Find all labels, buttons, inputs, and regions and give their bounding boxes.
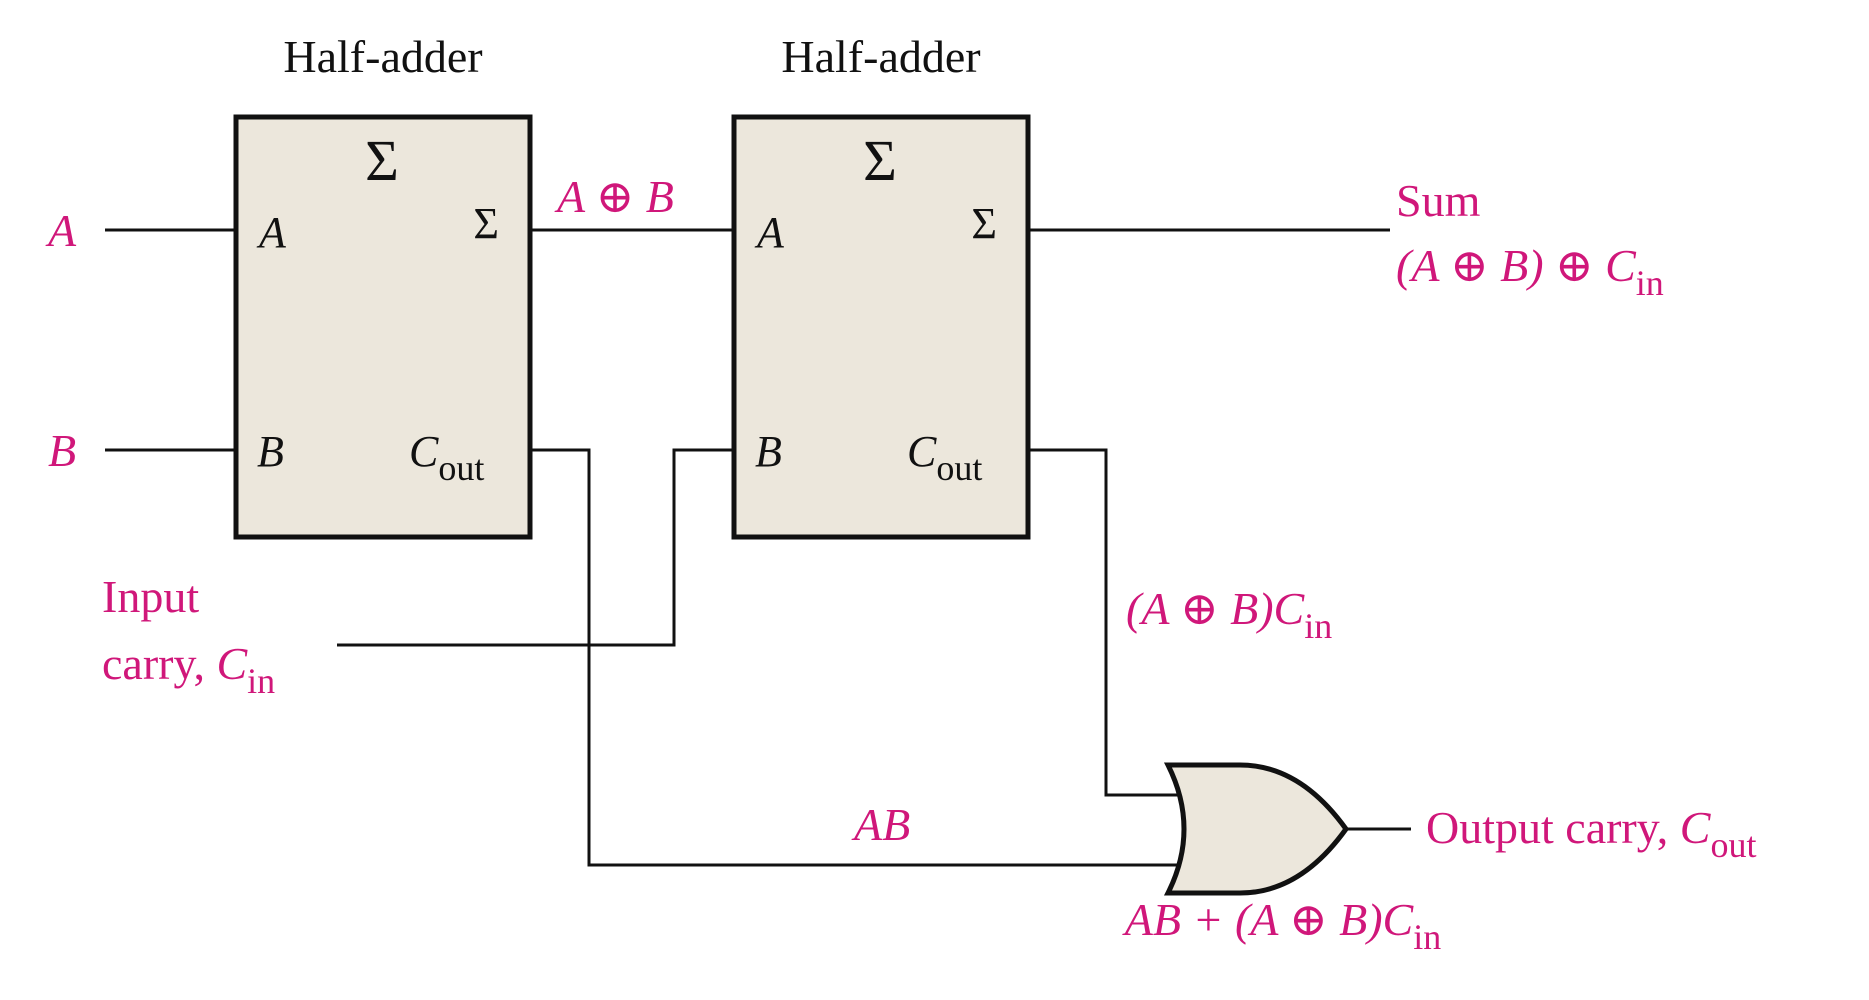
half-adder-1-pin-cout: Cout [409, 427, 484, 488]
input-carry-label-line1: Input [102, 571, 199, 622]
output-carry-prefix: Output carry, [1426, 802, 1680, 853]
input-labels: A B Input carry, Cin [45, 205, 275, 701]
half-adder-2-pin-cout-var: C [907, 427, 937, 476]
half-adder-2-pin-cout: Cout [907, 427, 982, 488]
half-adder-1-pin-b: B [257, 427, 284, 476]
wire-xor-carry [1028, 448, 1186, 797]
a-xor-b-label: A ⊕ B [554, 171, 674, 222]
half-adder-2-pin-sum: Σ [971, 199, 997, 248]
half-adder-2-pin-a: A [754, 208, 785, 257]
input-carry-prefix: carry, [102, 638, 216, 689]
half-adder-1-pin-a: A [256, 208, 287, 257]
sum-expression-main: (A ⊕ B) ⊕ C [1396, 240, 1637, 291]
wire-ab-carry [530, 448, 1186, 867]
half-adder-1-symbol: Σ [365, 128, 399, 193]
ab-label: AB [851, 799, 910, 850]
output-carry-sub: out [1710, 825, 1756, 865]
input-carry-var: C [216, 638, 248, 689]
half-adder-1-title: Half-adder [283, 31, 482, 82]
input-b-label: B [48, 425, 76, 476]
half-adder-2-pin-cout-sub: out [936, 448, 982, 488]
half-adder-1-pin-cout-sub: out [438, 448, 484, 488]
half-adder-2-title: Half-adder [781, 31, 980, 82]
signal-labels: A ⊕ B Sum (A ⊕ B) ⊕ Cin (A ⊕ B)Cin AB Ou… [554, 171, 1756, 957]
input-carry-label-line2: carry, Cin [102, 638, 275, 701]
sum-expression: (A ⊕ B) ⊕ Cin [1396, 240, 1664, 303]
xor-carry-label-sub: in [1304, 606, 1332, 646]
or-gate [1163, 762, 1350, 896]
half-adder-1-block [233, 114, 533, 540]
cout-expression-sub: in [1413, 917, 1441, 957]
sum-expression-sub: in [1636, 263, 1664, 303]
half-adder-1-pin-cout-var: C [409, 427, 439, 476]
input-carry-sub: in [247, 661, 275, 701]
half-adder-2-pin-b: B [755, 427, 782, 476]
xor-carry-label-main: (A ⊕ B)C [1126, 583, 1306, 634]
sum-label: Sum [1396, 175, 1481, 226]
half-adder-1-pin-sum: Σ [473, 199, 499, 248]
wires [105, 228, 1411, 867]
half-adder-2-symbol: Σ [863, 128, 897, 193]
wire-input-carry [337, 448, 734, 647]
cout-expression-main: AB + (A ⊕ B)C [1122, 894, 1415, 945]
half-adder-1: Half-adder Σ A Σ B Cout [233, 31, 533, 540]
output-carry-label: Output carry, Cout [1426, 802, 1756, 865]
cout-expression: AB + (A ⊕ B)Cin [1122, 894, 1441, 957]
output-carry-var: C [1680, 802, 1712, 853]
half-adder-2: Half-adder Σ A Σ B Cout [731, 31, 1031, 540]
xor-carry-label: (A ⊕ B)Cin [1126, 583, 1332, 646]
half-adder-2-block [731, 114, 1031, 540]
input-a-label: A [45, 205, 77, 256]
